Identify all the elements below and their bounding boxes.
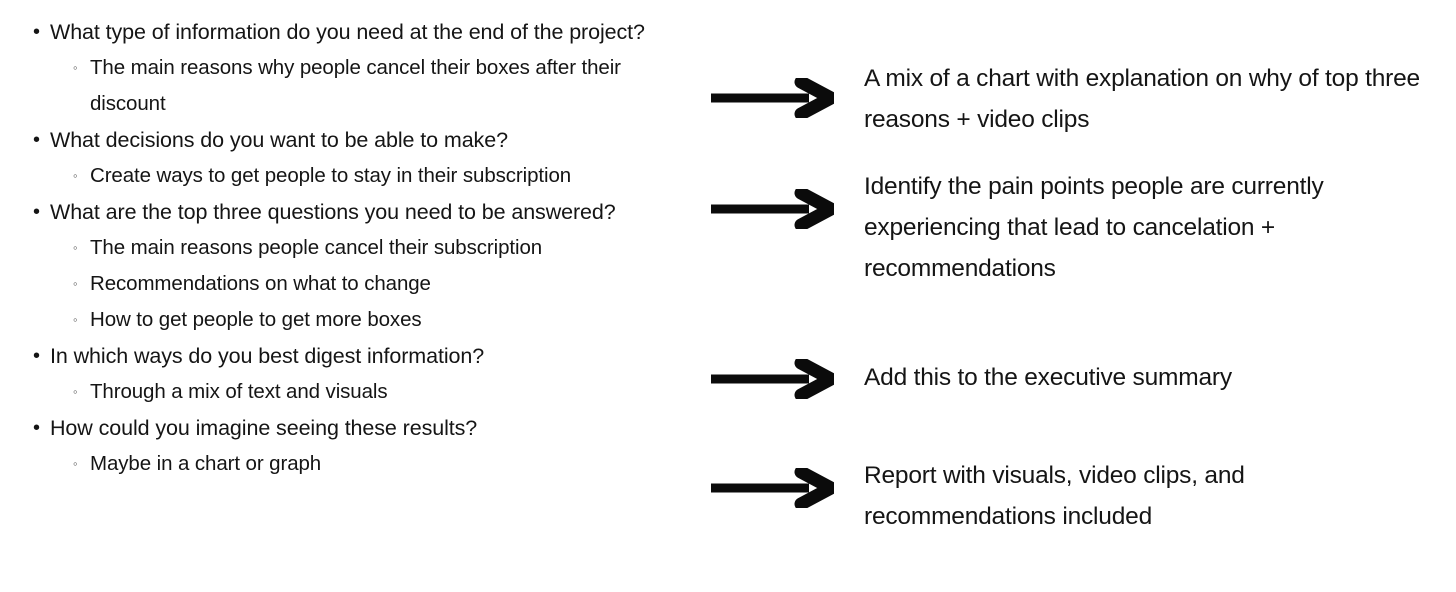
bullet-dot-icon: • [33, 201, 40, 223]
bullet-circle-icon: ◦ [73, 312, 78, 327]
outline-item-text: Create ways to get people to stay in the… [90, 164, 572, 187]
bullet-circle-icon: ◦ [73, 60, 78, 75]
outline-item-text: In which ways do you best digest informa… [50, 344, 485, 368]
outline-item-level2: ◦ How to get people to get more boxes [0, 302, 700, 338]
outline-item-level2: ◦ Maybe in a chart or graph [0, 446, 700, 482]
bullet-dot-icon: • [33, 417, 40, 439]
answer-text: Report with visuals, video clips, and re… [864, 462, 1245, 530]
outline-item-text: How to get people to get more boxes [90, 308, 422, 331]
outline-item-text: What decisions do you want to be able to… [50, 128, 508, 152]
right-arrow-icon [709, 468, 834, 508]
bullet-circle-icon: ◦ [73, 456, 78, 471]
bullet-circle-icon: ◦ [73, 276, 78, 291]
answer-text: A mix of a chart with explanation on why… [864, 65, 1420, 133]
bullet-dot-icon: • [33, 129, 40, 151]
bullet-circle-icon: ◦ [73, 384, 78, 399]
outline-item-text: What are the top three questions you nee… [50, 200, 616, 224]
outline-list: • What type of information do you need a… [0, 0, 700, 592]
outline-item-level1: • What decisions do you want to be able … [0, 122, 700, 158]
outline-item-level1: • How could you imagine seeing these res… [0, 410, 700, 446]
outline-item-level2: ◦ Through a mix of text and visuals [0, 374, 700, 410]
outline-item-level1: • What are the top three questions you n… [0, 194, 700, 230]
outline-item-level2: ◦ The main reasons people cancel their s… [0, 230, 700, 266]
outline-item-level1: • What type of information do you need a… [0, 14, 700, 50]
outline-item-text: The main reasons why people cancel their… [90, 56, 621, 115]
right-arrow-icon [709, 189, 834, 229]
outline-item-text: Recommendations on what to change [90, 272, 431, 295]
right-arrow-icon [709, 359, 834, 399]
answer-text: Identify the pain points people are curr… [864, 173, 1324, 282]
outline-item-text: How could you imagine seeing these resul… [50, 416, 478, 440]
outline-item-text: The main reasons people cancel their sub… [90, 236, 543, 259]
bullet-circle-icon: ◦ [73, 168, 78, 183]
outline-item-level2: ◦ The main reasons why people cancel the… [0, 50, 700, 122]
bullet-dot-icon: • [33, 21, 40, 43]
bullet-dot-icon: • [33, 345, 40, 367]
outline-item-text: Through a mix of text and visuals [90, 380, 388, 403]
answer-text: Add this to the executive summary [864, 364, 1232, 391]
outline-item-text: What type of information do you need at … [50, 20, 645, 44]
outline-item-level1: • In which ways do you best digest infor… [0, 338, 700, 374]
right-arrow-icon [709, 78, 834, 118]
outline-item-level2: ◦ Create ways to get people to stay in t… [0, 158, 700, 194]
outline-item-text: Maybe in a chart or graph [90, 452, 322, 475]
bullet-circle-icon: ◦ [73, 240, 78, 255]
outline-item-level2: ◦ Recommendations on what to change [0, 266, 700, 302]
